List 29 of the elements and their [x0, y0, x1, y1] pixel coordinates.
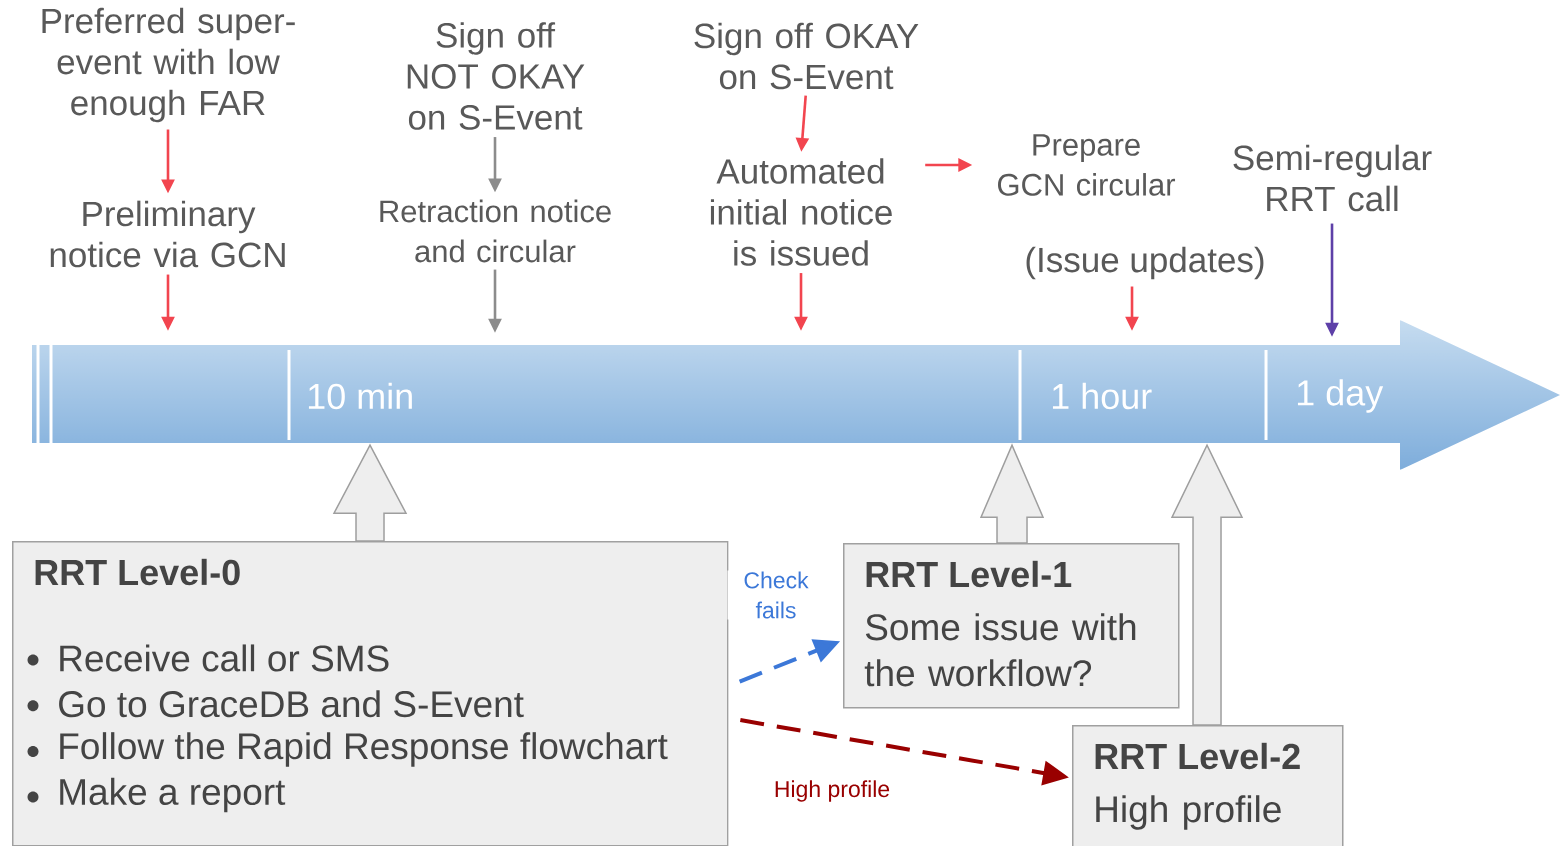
block-arrow [979, 443, 1045, 544]
time-label: 1 hour [1052, 382, 1152, 410]
panel-title: RRT Level-1 [866, 560, 1072, 588]
bullet-item: Receive call or SMS [27, 644, 389, 672]
edge-label: High profile [772, 779, 892, 803]
note-text: Preferred super-event with low enough FAR [42, 7, 295, 123]
block-arrow [1170, 443, 1244, 726]
note-text: Prepare GCN circular [998, 134, 1176, 196]
bullet-item: Go to GraceDB and S-Event [27, 690, 524, 718]
panel-title: RRT Level-2 [1095, 742, 1300, 770]
edge-label: Check fails [727, 570, 825, 620]
panel-title: RRT Level-0 [35, 558, 240, 586]
panel-text: Some issue with the workflow? [864, 613, 1136, 687]
bullet-item: Follow the Rapid Response flowchart [27, 732, 668, 767]
panel-box [1072, 725, 1344, 846]
note-text: Sign off NOT OKAY on S-Event [407, 22, 585, 130]
panel-box [843, 543, 1180, 709]
note-text: (Issue updates) [1026, 246, 1264, 280]
bullet-item: Make a report [27, 777, 286, 813]
panel-box [12, 541, 729, 846]
block-arrow [332, 443, 408, 542]
note-text: Sign off OKAY on S-Event [694, 22, 919, 90]
time-label: 10 min [308, 382, 412, 410]
note-text: Semi-regular RRT call [1233, 144, 1432, 212]
panel-text: High profile [1096, 795, 1281, 830]
note-text: Automated initial notice is issued [710, 158, 892, 266]
note-text: Retraction notice and circular [380, 199, 611, 263]
time-label: 1 day [1297, 379, 1384, 413]
note-text: Preliminary notice via GCN [50, 200, 285, 268]
